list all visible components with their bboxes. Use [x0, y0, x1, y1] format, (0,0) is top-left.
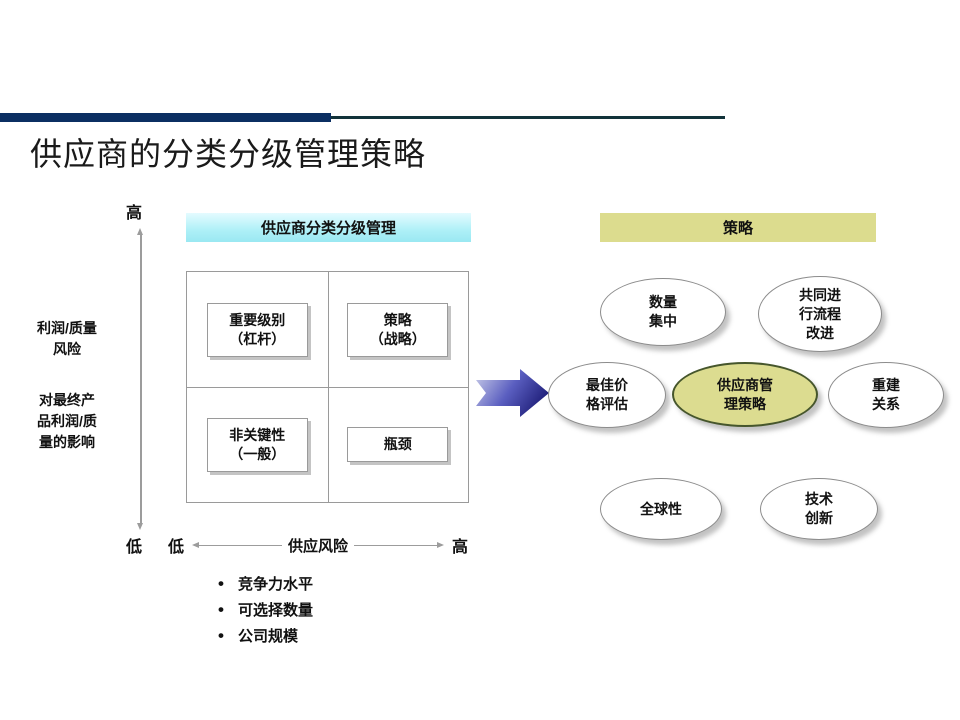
- oval-line-2: 关系: [872, 396, 900, 412]
- label-line-1: 对最终产: [39, 392, 95, 408]
- list-item: 公司规模: [216, 623, 313, 650]
- oval-globalization[interactable]: 全球性: [600, 478, 722, 540]
- supplier-matrix: 重要级别 （杠杆） 策略 （战略） 非关键性 （一般） 瓶颈: [186, 271, 475, 509]
- oval-line-1: 供应商管: [717, 376, 773, 393]
- axis-shaft: [198, 544, 438, 546]
- label-line-1: 利润/质量: [37, 320, 97, 336]
- y-axis-arrow-icon: [137, 228, 144, 530]
- x-axis-arrow-icon: [192, 541, 444, 549]
- quadrant-label-leverage: 重要级别 （杠杆）: [206, 302, 308, 357]
- quadrant-line-1: 瓶颈: [383, 436, 412, 452]
- oval-line-2: 行流程: [799, 305, 841, 322]
- matrix-cell-top-left[interactable]: 重要级别 （杠杆）: [187, 272, 328, 387]
- y-axis-high-label: 高: [126, 205, 143, 222]
- oval-line-3: 改进: [806, 324, 834, 341]
- arrow-head-up-icon: [137, 228, 143, 235]
- quadrant-line-2: （战略）: [369, 330, 426, 347]
- right-arrow-icon: [476, 369, 549, 417]
- list-item: 可选择数量: [216, 597, 313, 624]
- label-line-2: 风险: [53, 341, 81, 357]
- oval-line-2: 理策略: [724, 395, 766, 412]
- quadrant-line-2: （杠杆）: [229, 330, 286, 347]
- oval-line-1: 重建: [872, 377, 900, 393]
- y-axis-low-label: 低: [126, 539, 143, 556]
- oval-rebuild-relationship[interactable]: 重建 关系: [828, 362, 944, 428]
- x-axis-low-label: 低: [168, 539, 185, 556]
- oval-supplier-management-strategy[interactable]: 供应商管 理策略: [672, 362, 818, 427]
- label-line-2: 品利润/质: [37, 413, 97, 429]
- matrix-cell-top-right[interactable]: 策略 （战略）: [328, 272, 469, 387]
- arrow-head-down-icon: [137, 523, 143, 530]
- oval-line-2: 集中: [649, 313, 677, 329]
- axis-shaft: [140, 234, 142, 524]
- page-title: 供应商的分类分级管理策略: [30, 136, 427, 172]
- criteria-list: 竞争力水平 可选择数量 公司规模: [216, 571, 313, 650]
- x-axis-high-label: 高: [451, 539, 468, 556]
- oval-line-1: 全球性: [640, 500, 682, 517]
- oval-line-1: 最佳价: [586, 377, 628, 393]
- oval-line-1: 数量: [649, 294, 677, 310]
- oval-best-price-evaluation[interactable]: 最佳价 格评估: [548, 362, 666, 428]
- oval-line-1: 共同进: [799, 286, 841, 303]
- quadrant-label-strategic: 策略 （战略）: [347, 302, 449, 357]
- matrix-header: 供应商分类分级管理: [186, 213, 477, 248]
- arrow-head-left-icon: [192, 541, 200, 548]
- quadrant-label-non-critical: 非关键性 （一般）: [206, 417, 308, 472]
- title-accent-line: [331, 116, 725, 119]
- quadrant-label-bottleneck: 瓶颈: [347, 427, 449, 462]
- list-item: 竞争力水平: [216, 571, 313, 598]
- title-accent-bar: [0, 113, 331, 122]
- label-line-3: 量的影响: [39, 434, 95, 450]
- oval-line-1: 技术: [805, 491, 833, 507]
- oval-quantity-concentration[interactable]: 数量 集中: [600, 278, 726, 346]
- quadrant-line-1: 非关键性: [229, 426, 286, 443]
- quadrant-line-1: 重要级别: [229, 311, 286, 328]
- quadrant-line-1: 策略: [383, 311, 412, 328]
- oval-joint-process-improvement[interactable]: 共同进 行流程 改进: [758, 276, 882, 352]
- x-axis: 低 高: [168, 533, 468, 557]
- arrow-head-right-icon: [436, 541, 444, 548]
- oval-line-2: 格评估: [586, 396, 628, 412]
- quadrant-line-2: （一般）: [229, 445, 286, 462]
- strategy-header: 策略: [600, 213, 882, 248]
- matrix-cell-bottom-right[interactable]: 瓶颈: [328, 387, 469, 502]
- matrix-horizontal-divider: [187, 387, 468, 388]
- y-axis-label-end-product-impact: 对最终产 品利润/质 量的影响: [14, 390, 120, 453]
- oval-line-2: 创新: [805, 510, 833, 526]
- matrix-cell-bottom-left[interactable]: 非关键性 （一般）: [187, 387, 328, 502]
- y-axis-label-profit-quality-risk: 利润/质量 风险: [14, 318, 120, 360]
- oval-technology-innovation[interactable]: 技术 创新: [760, 478, 878, 540]
